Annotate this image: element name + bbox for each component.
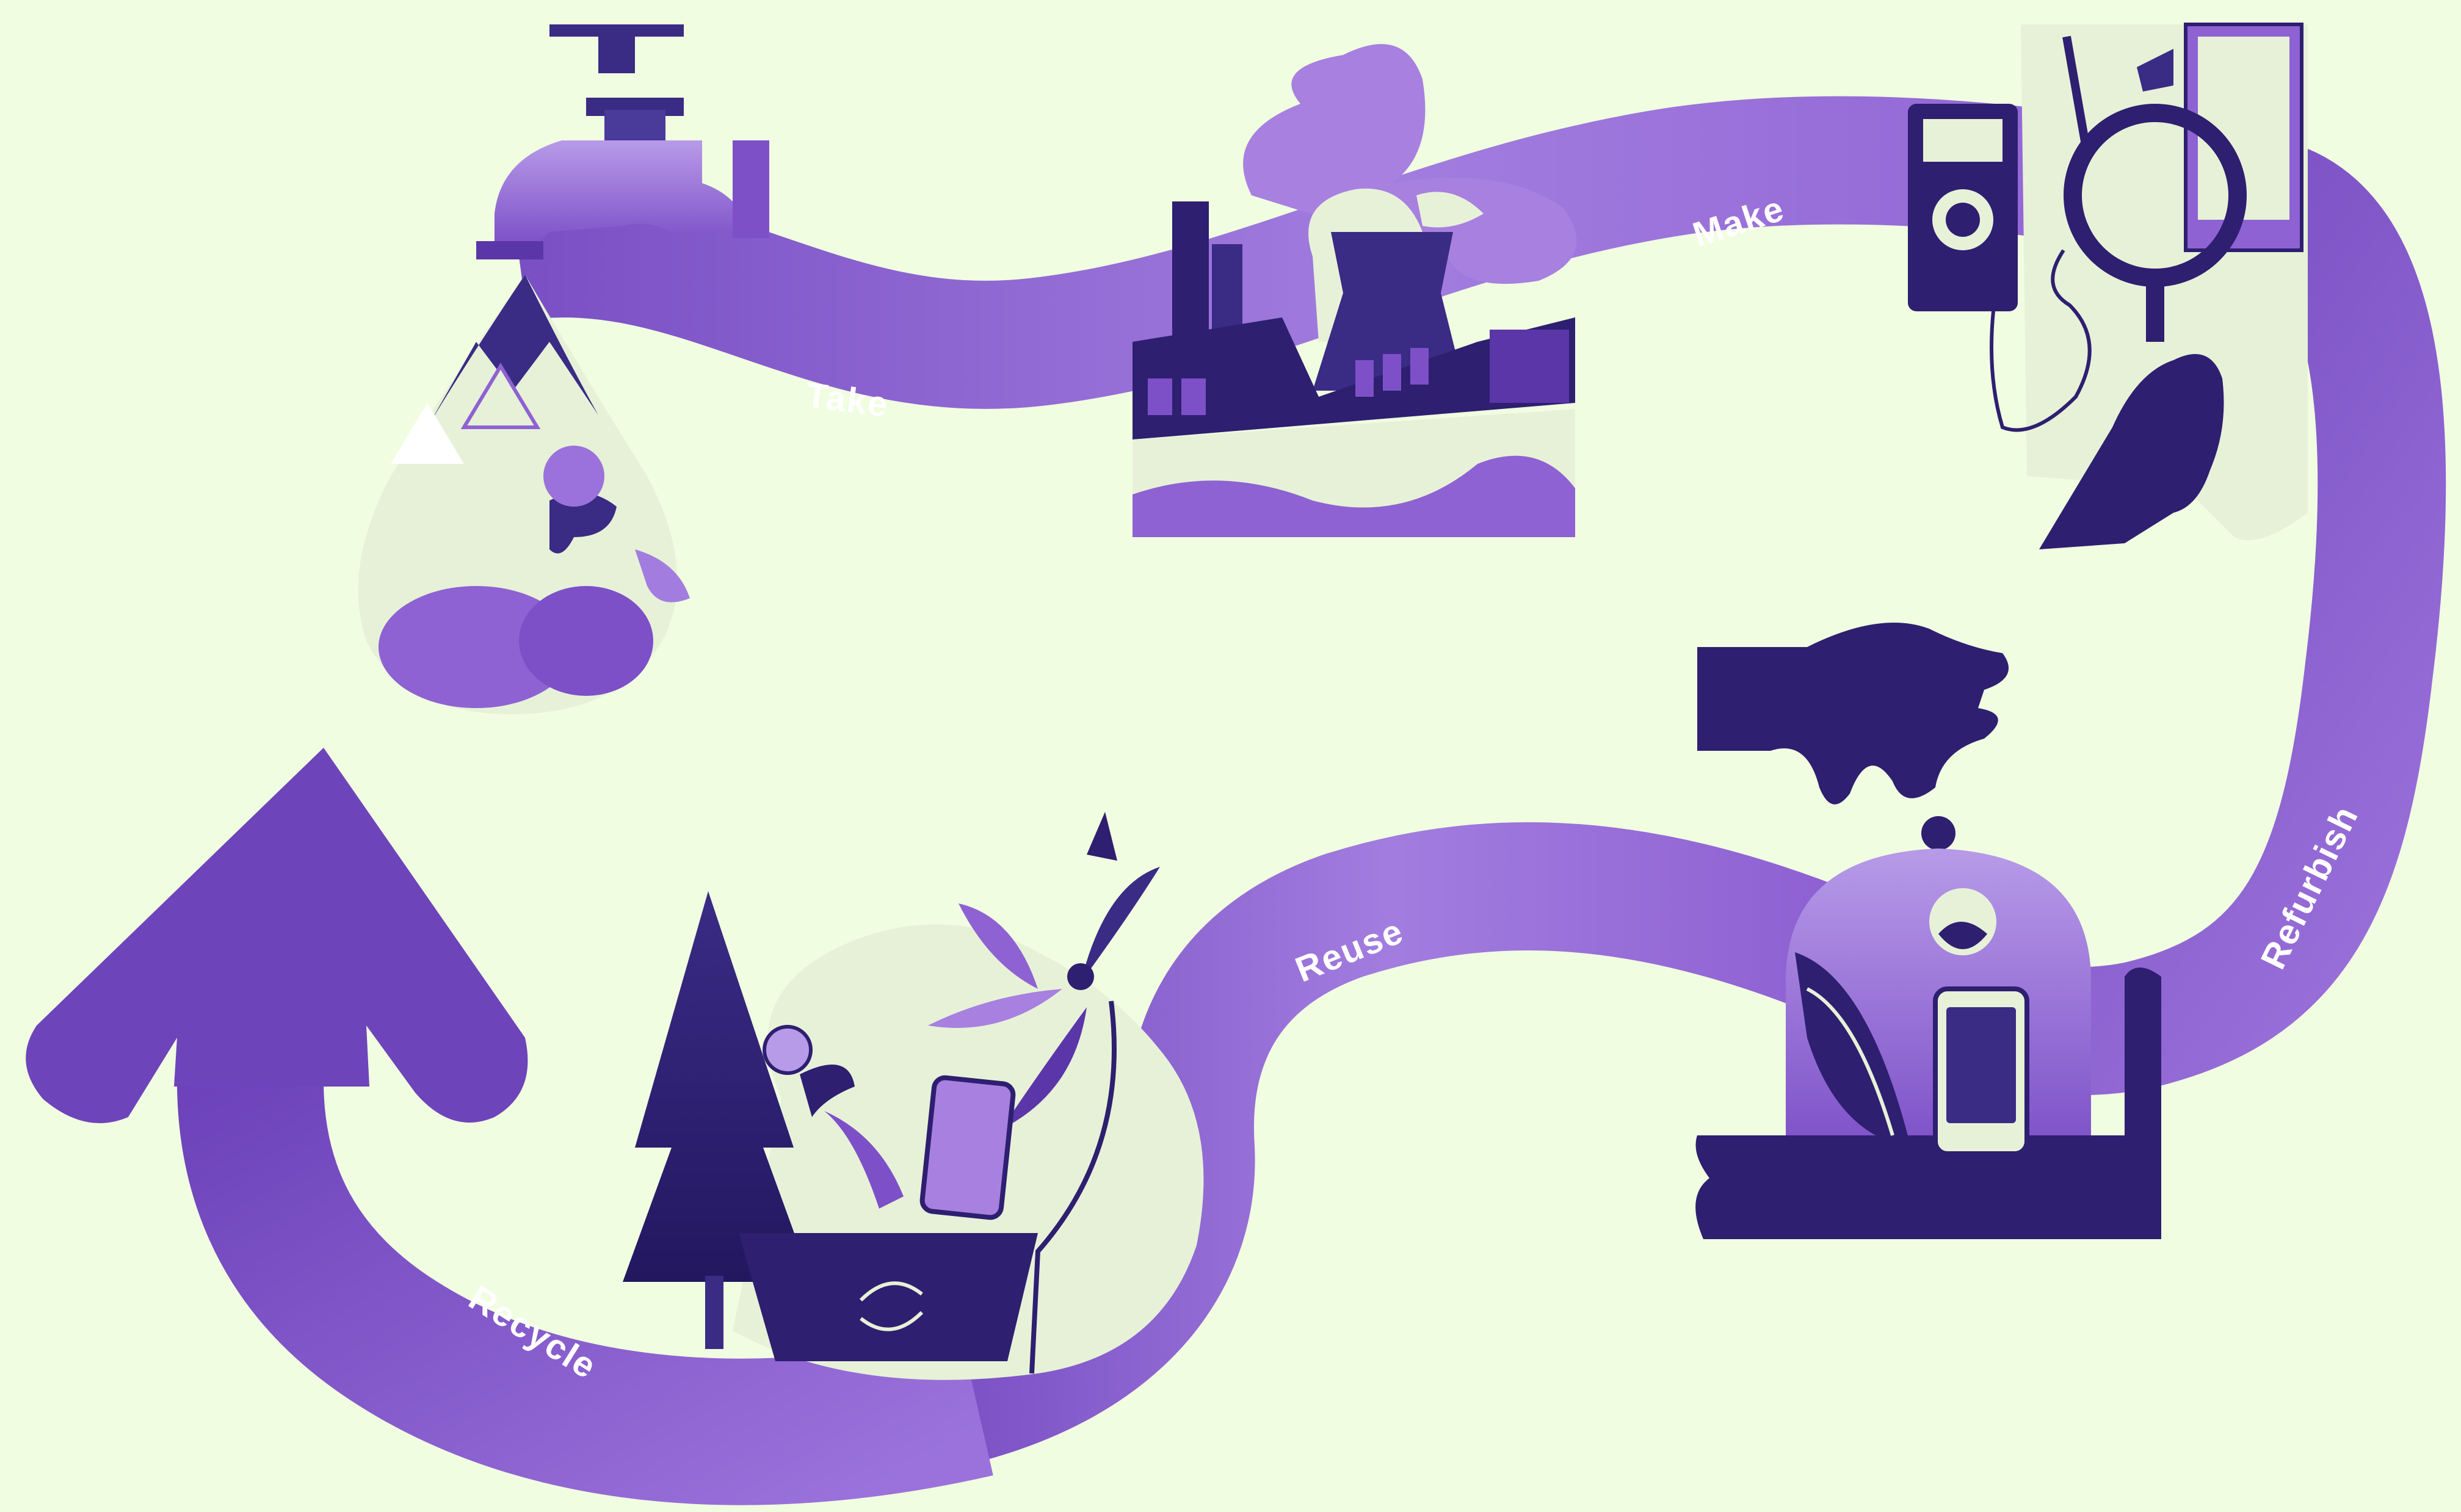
water-tap-droplet-icon xyxy=(358,24,769,714)
arrow-head-icon xyxy=(26,748,527,1123)
recycling-bin-icon xyxy=(623,812,1203,1380)
factory-icon xyxy=(1133,44,1577,537)
